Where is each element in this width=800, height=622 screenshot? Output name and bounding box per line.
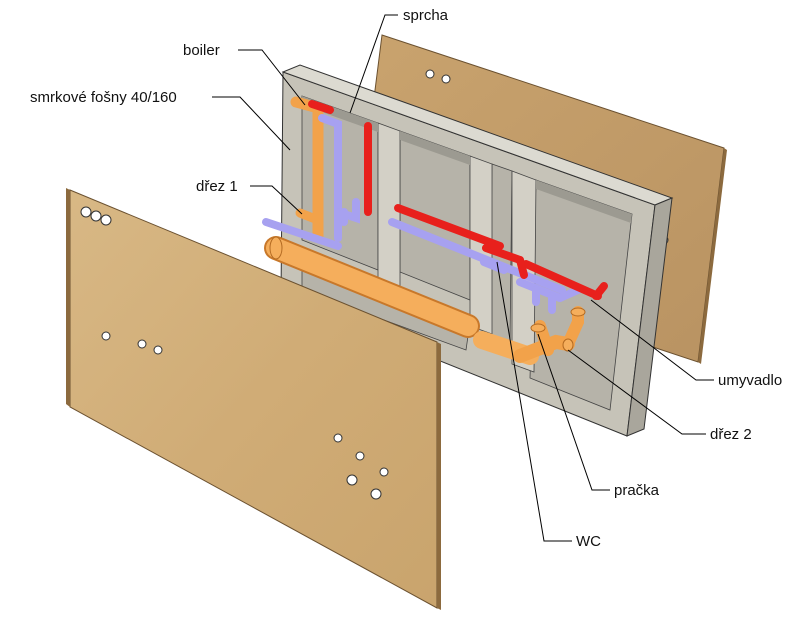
leader-smrkove-fosny bbox=[212, 96, 291, 151]
labels: sprcha boiler smrkové fošny 40/160 dřez … bbox=[30, 7, 782, 550]
leader-boiler bbox=[238, 49, 306, 106]
label-drez2: dřez 2 bbox=[710, 426, 752, 443]
label-boiler: boiler bbox=[183, 42, 220, 59]
leader-sprcha bbox=[349, 14, 398, 114]
leader-drez2 bbox=[567, 349, 706, 435]
leader-drez1 bbox=[250, 185, 303, 215]
leader-lines bbox=[212, 14, 714, 542]
label-drez1: dřez 1 bbox=[196, 178, 238, 195]
label-umyvadlo: umyvadlo bbox=[718, 372, 782, 389]
label-pracka: pračka bbox=[614, 482, 660, 499]
hot-water-pipes bbox=[308, 100, 608, 300]
label-wc: WC bbox=[576, 533, 601, 550]
label-sprcha: sprcha bbox=[403, 7, 449, 24]
leader-pracka bbox=[537, 333, 610, 491]
cold-water-pipes bbox=[262, 114, 582, 314]
front-plywood-panel bbox=[66, 188, 441, 610]
leader-wc bbox=[496, 261, 572, 542]
leader-umyvadlo bbox=[590, 299, 714, 381]
label-smrkove-fosny: smrkové fošny 40/160 bbox=[30, 89, 177, 106]
